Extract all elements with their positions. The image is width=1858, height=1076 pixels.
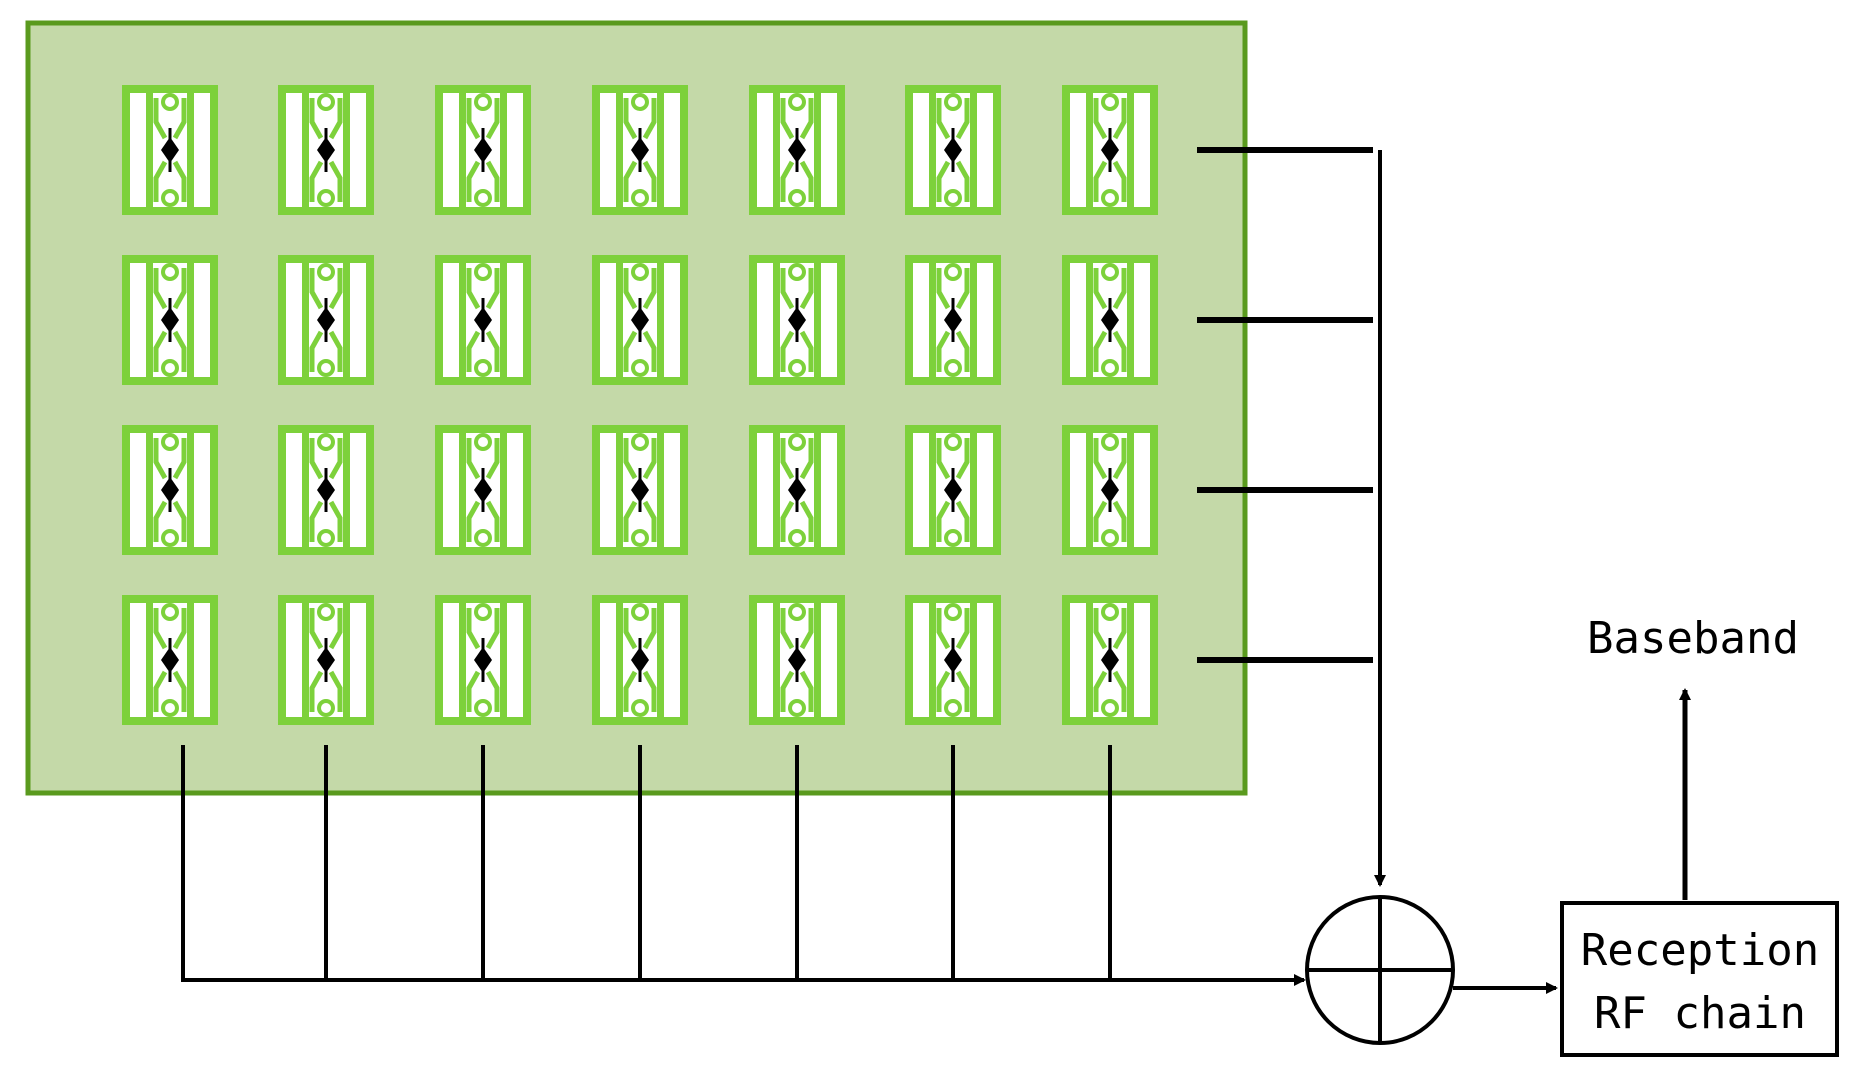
antenna-element-icon <box>435 595 531 725</box>
antenna-element-icon <box>278 425 374 555</box>
antenna-element-icon <box>749 85 845 215</box>
antenna-element-icon <box>592 595 688 725</box>
antenna-element-icon <box>435 255 531 385</box>
antenna-element-icon <box>592 255 688 385</box>
rf-chain-label-line1: Reception <box>1581 925 1819 976</box>
antenna-element-icon <box>905 255 1001 385</box>
antenna-element-icon <box>905 595 1001 725</box>
antenna-element-icon <box>592 425 688 555</box>
antenna-element-icon <box>749 595 845 725</box>
antenna-element-icon <box>1062 595 1158 725</box>
summing-junction-icon <box>1305 895 1455 1045</box>
antenna-element-icon <box>435 85 531 215</box>
antenna-element-icon <box>278 595 374 725</box>
antenna-element-icon <box>905 85 1001 215</box>
rf-chain-label-line2: RF chain <box>1594 988 1806 1039</box>
antenna-element-icon <box>905 425 1001 555</box>
reception-rf-chain-box <box>1560 901 1839 1057</box>
antenna-element-icon <box>122 255 218 385</box>
antenna-element-icon <box>435 425 531 555</box>
antenna-element-icon <box>278 255 374 385</box>
baseband-label: Baseband <box>1587 613 1799 664</box>
antenna-element-icon <box>592 85 688 215</box>
antenna-element-icon <box>122 85 218 215</box>
antenna-element-icon <box>1062 255 1158 385</box>
antenna-element-icon <box>278 85 374 215</box>
antenna-element-icon <box>122 595 218 725</box>
antenna-element-icon <box>749 255 845 385</box>
row-feed-lines <box>1197 147 1373 663</box>
antenna-element-icon <box>749 425 845 555</box>
antenna-element-grid <box>122 85 1158 725</box>
antenna-element-icon <box>122 425 218 555</box>
antenna-element-icon <box>1062 425 1158 555</box>
antenna-element-icon <box>1062 85 1158 215</box>
column-feed-lines <box>181 745 1112 982</box>
